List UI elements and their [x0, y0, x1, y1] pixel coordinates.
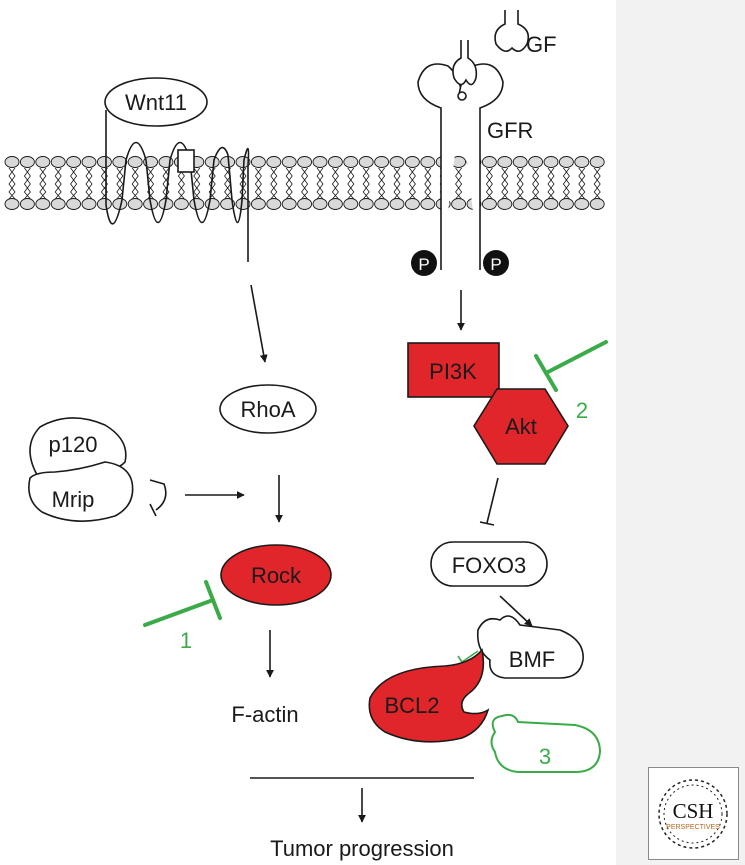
wnt11-ligand — [104, 77, 208, 127]
inhibitor-1-line — [143, 580, 222, 627]
logo-sub-text: PERSPECTIVES — [666, 824, 720, 831]
pi3k-node — [407, 342, 500, 398]
gf-label: GF — [526, 32, 557, 57]
csh-perspectives-logo: CSH PERSPECTIVES — [648, 767, 739, 860]
mrip-label: Mrip — [52, 487, 95, 512]
rock-label: Rock — [251, 563, 302, 588]
inhibitor-2-line — [534, 340, 608, 392]
p120-label: p120 — [49, 432, 98, 457]
phospho-right-label: P — [490, 255, 501, 274]
inhibitor-2-label: 2 — [576, 398, 588, 423]
logo-main-text: CSH — [673, 799, 714, 823]
inhibit-akt-to-foxo3 — [479, 477, 499, 526]
foxo3-label: FOXO3 — [452, 553, 527, 578]
phospho-left — [411, 250, 437, 276]
foxo3-node — [430, 541, 548, 587]
phospho-left-label: P — [418, 255, 429, 274]
phospho-right — [483, 250, 509, 276]
gf-ligand — [494, 10, 530, 52]
akt-label: Akt — [505, 414, 537, 439]
akt-node — [473, 388, 569, 465]
mrip-node — [28, 461, 134, 522]
bcl2-node — [368, 648, 490, 743]
wnt11-receptor — [105, 110, 250, 262]
inhibitor-3-label: 3 — [539, 744, 551, 769]
rhoa-node — [219, 384, 317, 434]
inhibitor-1-label: 1 — [180, 628, 192, 653]
mrip-inhibition-loop — [149, 479, 167, 517]
factin-label: F-actin — [231, 702, 298, 727]
rhoa-label: RhoA — [240, 397, 295, 422]
pi3k-label: PI3K — [429, 359, 477, 384]
tumor-progression-label: Tumor progression — [270, 836, 454, 861]
csh-logo-art: CSH PERSPECTIVES — [658, 779, 728, 849]
arrow-wnt-to-rhoa — [250, 284, 268, 363]
bcl2-label: BCL2 — [384, 693, 439, 718]
bmf-label: BMF — [509, 647, 555, 672]
gfr-receptor — [417, 40, 504, 270]
gfr-label: GFR — [487, 118, 533, 143]
cell-membrane — [4, 156, 605, 210]
bmf-node — [476, 615, 584, 679]
rock-node — [220, 544, 332, 606]
wnt11-label: Wnt11 — [125, 90, 187, 115]
inhibitor-3-node — [490, 713, 602, 773]
arrow-foxo3-to-bmf — [499, 595, 533, 627]
side-strip — [616, 0, 745, 865]
